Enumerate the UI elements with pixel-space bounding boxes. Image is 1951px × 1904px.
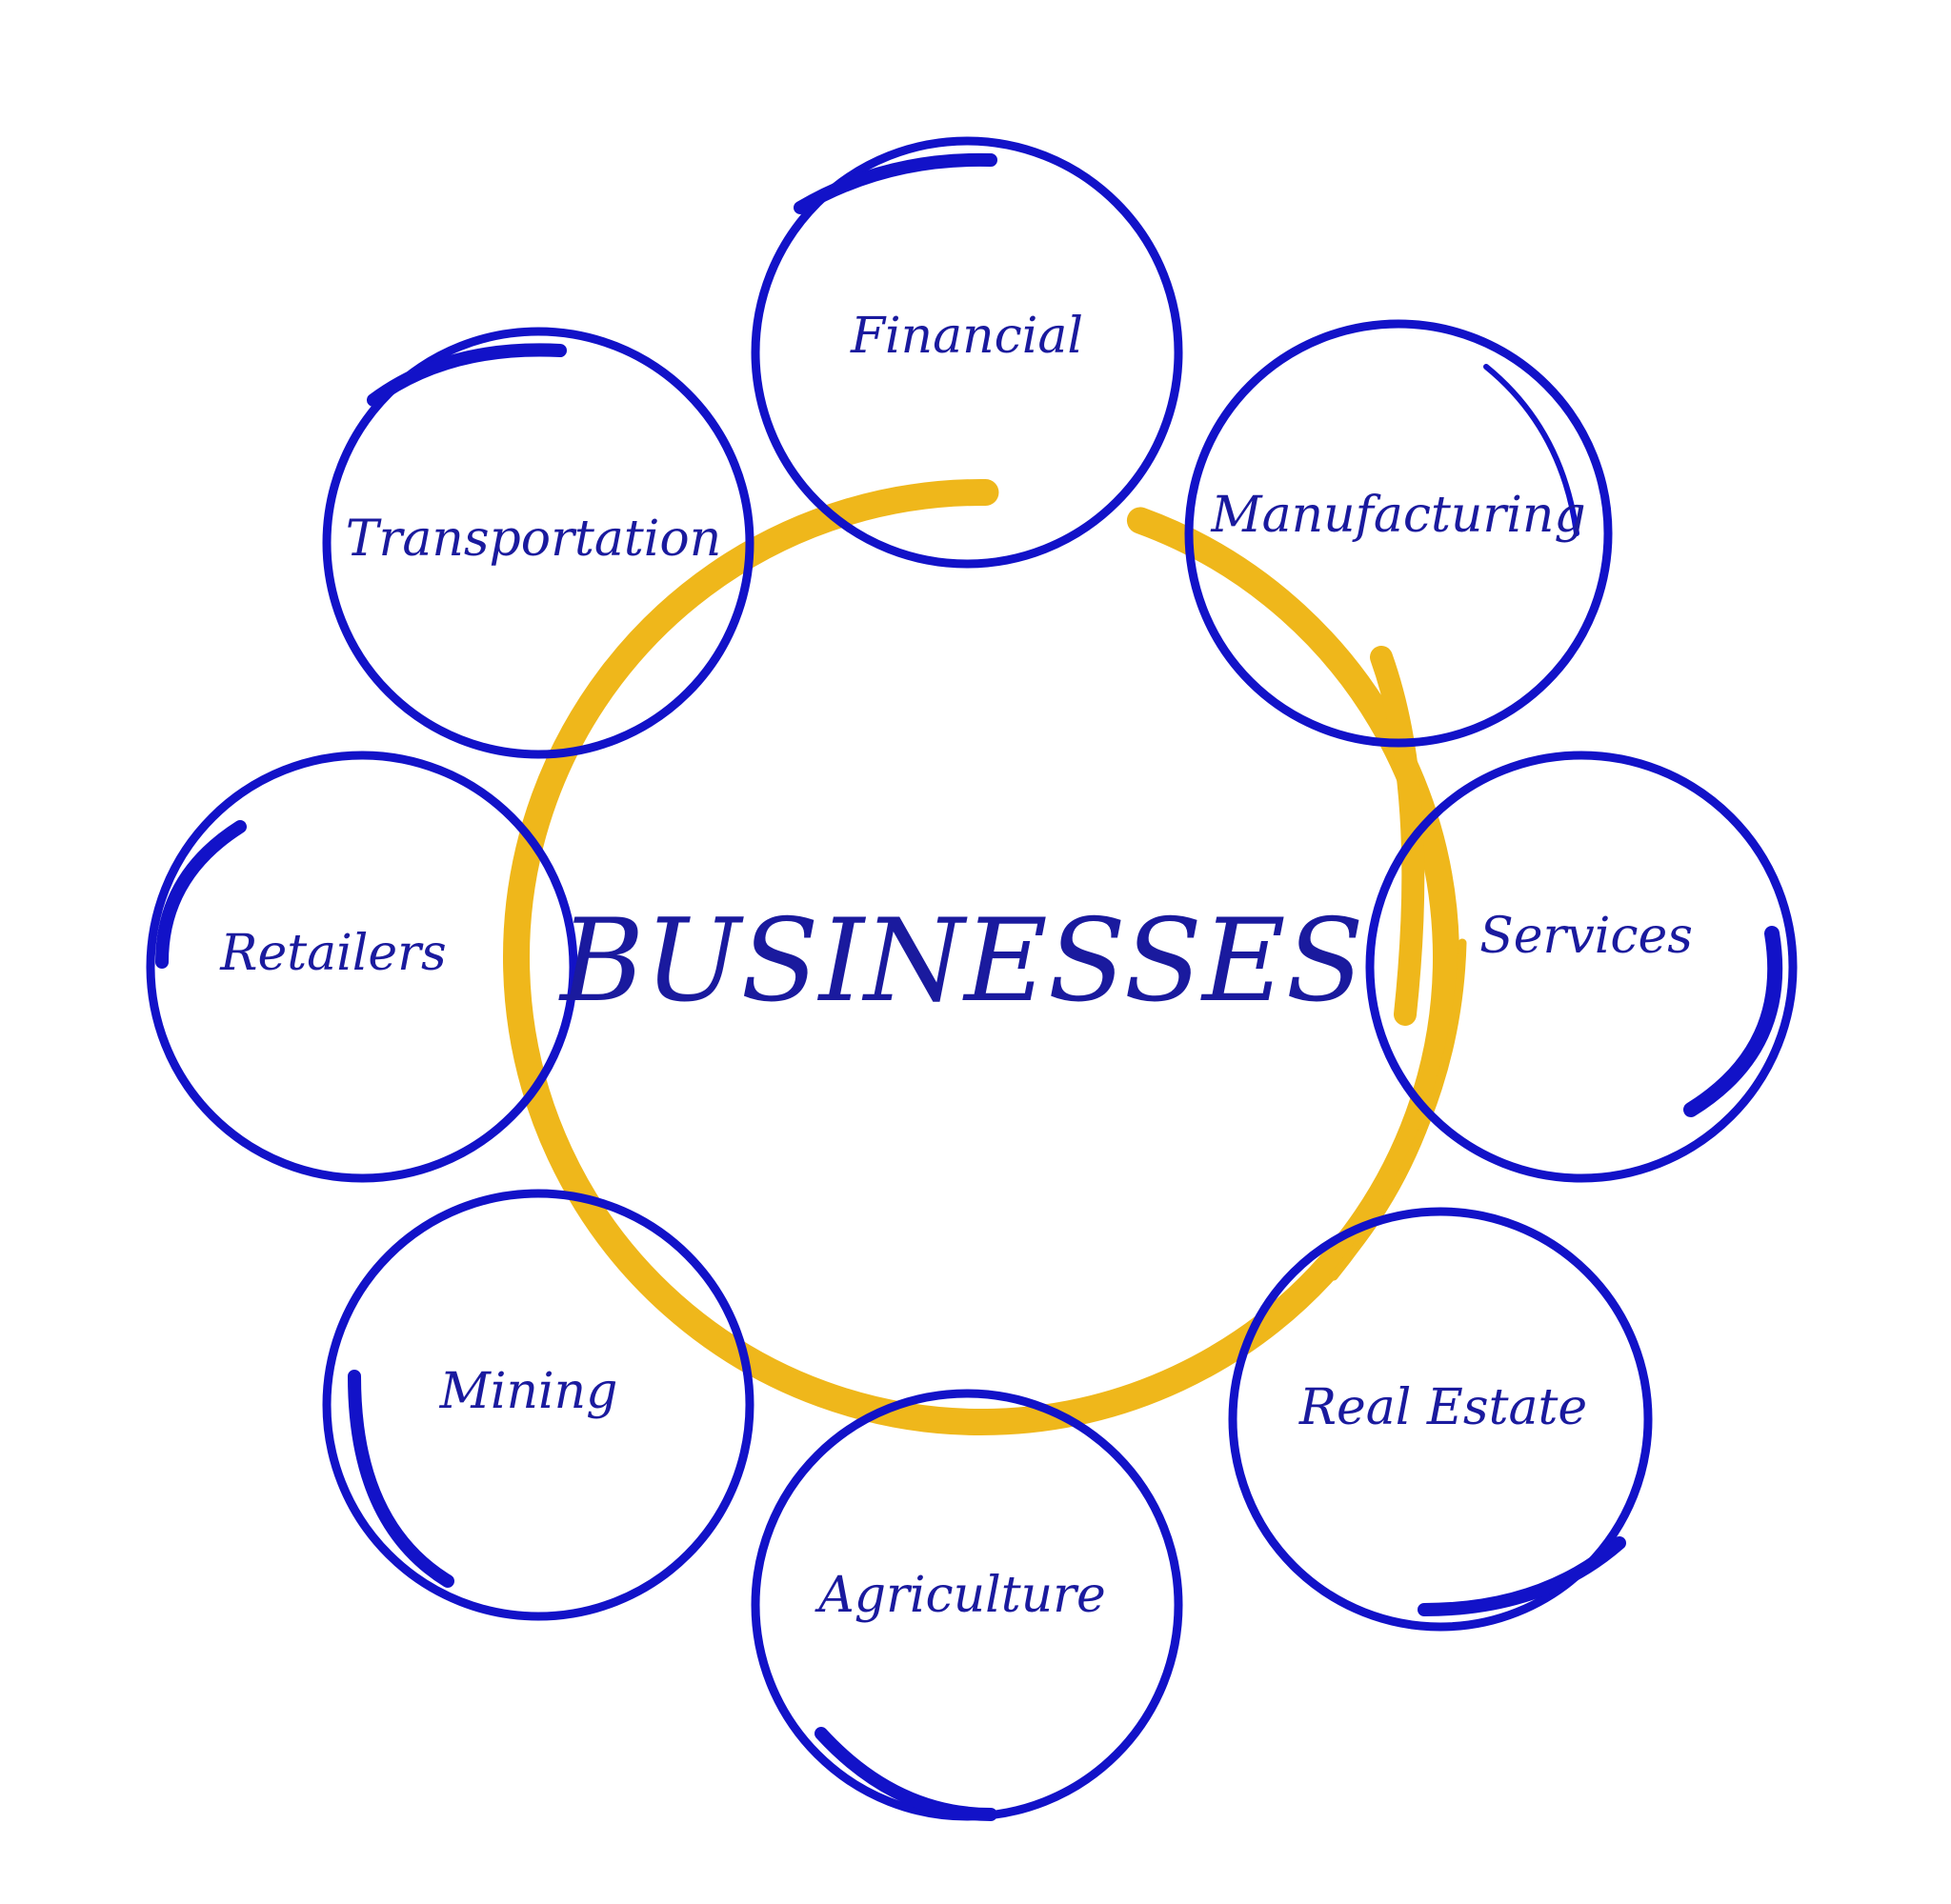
- ring-transportation: [322, 327, 754, 759]
- ring-real-estate: [1228, 1207, 1653, 1632]
- ring-services: [1365, 751, 1798, 1183]
- node-label-retailers: Retailers: [219, 925, 446, 982]
- ring-manufacturing: [1184, 319, 1613, 748]
- center-ring: [503, 479, 1467, 1435]
- ring-retailers: [146, 751, 578, 1183]
- node-label-services: Services: [1479, 908, 1693, 965]
- ring-financial: [751, 136, 1183, 569]
- ring-mining: [322, 1189, 754, 1621]
- center-label: BUSINESSES: [558, 895, 1364, 1028]
- node-label-agriculture: Agriculture: [815, 1567, 1106, 1624]
- node-label-manufacturing: Manufacturing: [1210, 487, 1585, 544]
- node-label-transportation: Transportation: [346, 511, 721, 568]
- node-label-financial: Financial: [850, 308, 1083, 365]
- node-label-mining: Mining: [439, 1363, 618, 1420]
- ring-agriculture: [751, 1389, 1183, 1821]
- node-label-real-estate: Real Estate: [1298, 1379, 1587, 1436]
